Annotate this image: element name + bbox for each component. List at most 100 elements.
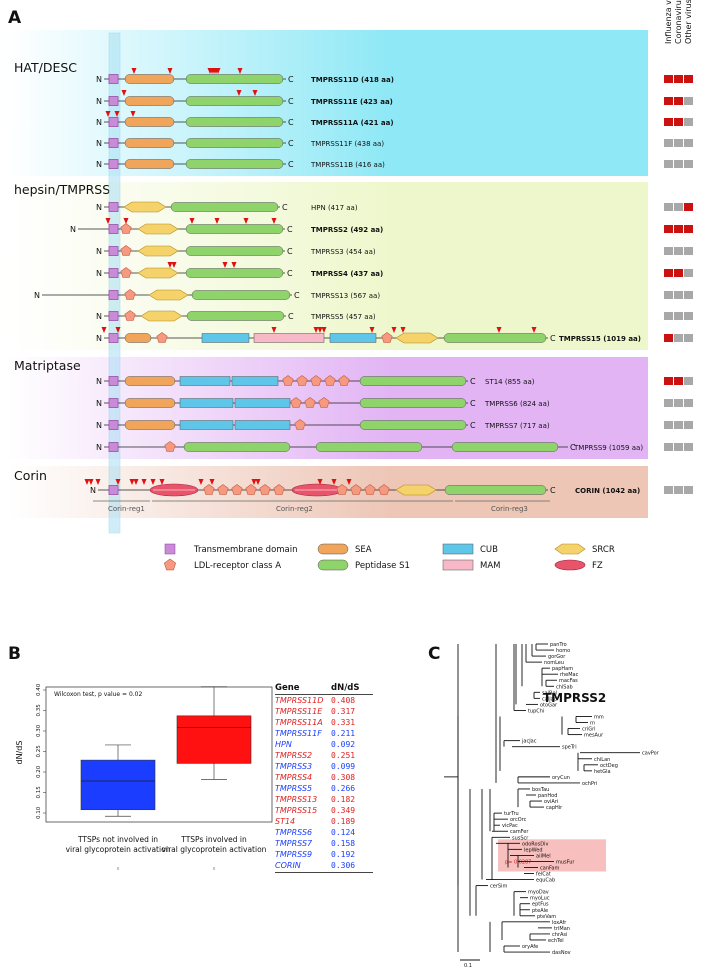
peptidase-s1-domain <box>444 485 547 495</box>
virus-status-square <box>684 443 693 451</box>
dnds-column-header: dN/dS <box>331 683 360 693</box>
cub-domain <box>179 376 231 386</box>
peptidase-s1-domain <box>185 96 284 106</box>
peptidase-s1-domain <box>443 333 547 343</box>
glycosylation-site <box>391 327 397 333</box>
box-0 <box>80 759 156 811</box>
virus-status-square <box>674 247 683 255</box>
sea-domain <box>124 96 175 106</box>
gene-name: TMPRSS11F <box>275 729 322 738</box>
taxon-label: panTro <box>550 642 567 648</box>
glycosylation-site <box>105 111 111 117</box>
virus-status-square <box>674 75 683 83</box>
legend-tm-swatch <box>164 543 176 555</box>
taxon-label: oviAri <box>544 799 558 805</box>
sea-domain <box>124 376 176 386</box>
transmembrane-domain <box>108 74 119 84</box>
transmembrane-domain <box>108 442 119 452</box>
ldl-receptor-domain <box>378 484 390 495</box>
taxon-label: mesAur <box>584 733 604 739</box>
ldl-receptor-domain <box>120 245 132 256</box>
c-terminus: C <box>287 225 293 234</box>
c-terminus: C <box>288 75 294 84</box>
c-terminus: C <box>550 486 556 495</box>
group-title: Corin <box>14 468 47 483</box>
gene-name: TMPRSS15 <box>275 806 318 815</box>
glycosylation-site <box>236 90 242 96</box>
taxon-label: echTel <box>548 938 564 944</box>
taxon-label: camFer <box>510 829 529 835</box>
dnds-value: 0.308 <box>331 773 356 782</box>
n-terminus: N <box>96 269 102 278</box>
legend-label: CUB <box>480 545 498 555</box>
ldl-receptor-domain <box>124 289 136 300</box>
ldl-receptor-domain <box>156 332 168 343</box>
taxon-label: musFur <box>556 859 575 865</box>
c-terminus: C <box>294 291 300 300</box>
tm-highlight-bar <box>108 32 121 534</box>
virus-header: Other viruses <box>684 0 693 44</box>
virus-status-square <box>674 118 683 126</box>
c-terminus: C <box>288 160 294 169</box>
glycosylation-site <box>255 479 261 485</box>
domain-architecture-panel: HAT/DESChepsin/TMPRSSMatriptaseCorinInfl… <box>8 0 693 571</box>
glycosylation-site <box>159 479 165 485</box>
transmembrane-domain <box>108 246 119 256</box>
taxon-label: otoGar <box>540 702 558 708</box>
taxon-label: nomLeu <box>544 660 564 666</box>
n-terminus: N <box>96 118 102 127</box>
virus-status-square <box>664 399 673 407</box>
taxon-label: papHam <box>552 666 573 672</box>
x-category-label: viral glycoprotein activation <box>66 845 171 854</box>
legend-label: Transmembrane domain <box>193 545 298 555</box>
glycosylation-site <box>133 479 139 485</box>
legend-peptidase-swatch <box>317 559 349 571</box>
box-1 <box>176 715 252 764</box>
virus-status-square <box>684 203 693 211</box>
dnds-value: 0.266 <box>331 784 356 793</box>
virus-status-square <box>664 421 673 429</box>
protein-label: TMPRSS11B (416 aa) <box>310 161 385 169</box>
n-terminus: N <box>96 160 102 169</box>
ldl-receptor-domain <box>120 267 132 278</box>
x-category-label: TTSPs not involved in <box>77 835 158 844</box>
protein-label: TMPRSS3 (454 aa) <box>310 248 376 256</box>
taxon-label: orcOrc <box>510 817 527 823</box>
tree-title: TMPRSS2 <box>543 691 606 705</box>
gene-name: TMPRSS4 <box>275 773 313 782</box>
dnds-value: 0.099 <box>331 762 356 771</box>
virus-status-square <box>674 399 683 407</box>
peptidase-s1-domain <box>185 224 284 234</box>
y-tick-label: 0.30 <box>36 724 42 737</box>
taxon-label: odoRosDiv <box>522 841 548 847</box>
virus-status-square <box>674 160 683 168</box>
virus-status-square <box>674 421 683 429</box>
glycosylation-site <box>131 68 137 74</box>
virus-status-square <box>664 334 673 342</box>
ldl-receptor-domain <box>381 332 393 343</box>
glycosylation-site <box>369 327 375 333</box>
c-terminus: C <box>470 377 476 386</box>
taxon-label: chiLan <box>594 757 610 763</box>
glycosylation-site <box>209 479 215 485</box>
c-terminus: C <box>470 421 476 430</box>
dnds-value: 0.211 <box>331 729 356 738</box>
virus-status-square <box>684 118 693 126</box>
peptidase-s1-domain <box>185 268 284 278</box>
peptidase-s1-domain <box>359 398 467 408</box>
gene-name: TMPRSS9 <box>275 850 313 859</box>
n-terminus: N <box>96 139 102 148</box>
gene-name: ST14 <box>275 817 296 826</box>
gene-name: TMPRSS6 <box>275 828 313 837</box>
legend-mam-swatch <box>442 559 474 571</box>
ldl-receptor-domain <box>217 484 229 495</box>
n-terminus: N <box>96 334 102 343</box>
transmembrane-domain <box>108 420 119 430</box>
virus-status-square <box>684 334 693 342</box>
n-terminus: N <box>96 377 102 386</box>
